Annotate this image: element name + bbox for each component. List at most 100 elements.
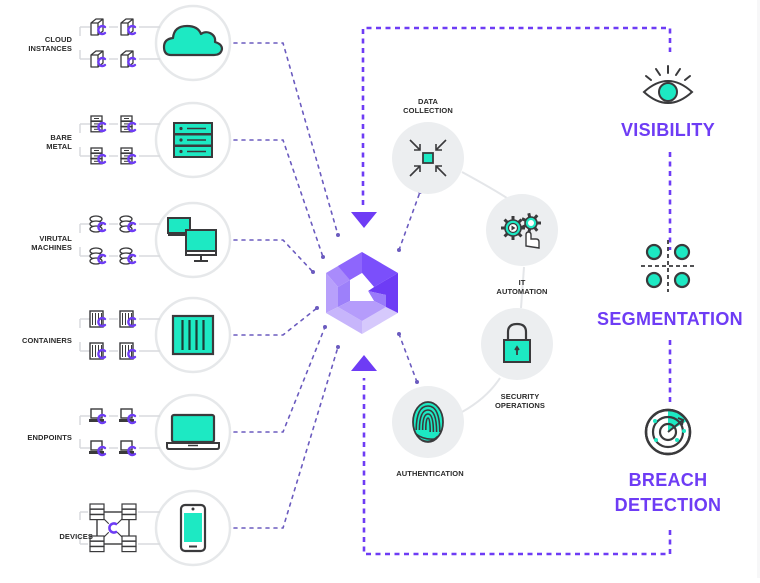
badge-c — [97, 445, 107, 457]
logo-facet — [368, 291, 386, 307]
laptop-small-icon — [89, 440, 107, 457]
connector-line — [233, 239, 314, 273]
capability-label-it-automation: IT AUTOMATION — [472, 278, 572, 296]
monitors-icon — [167, 217, 217, 262]
outcome-label-visibility: VISIBILITY — [588, 119, 748, 142]
label-line: AUTOMATION — [496, 287, 548, 296]
collect-arrows-icon — [409, 139, 447, 177]
connector-line — [233, 326, 326, 433]
logo-facet — [362, 307, 398, 334]
logo-facet — [338, 301, 386, 321]
server-rack-icon — [173, 122, 213, 158]
badge-c — [127, 24, 137, 36]
label-line: BREACH — [628, 470, 708, 490]
server-icon — [90, 115, 107, 133]
laptop-small-icon — [119, 408, 137, 425]
outcome-label-segmentation: SEGMENTATION — [580, 308, 760, 331]
container-icon — [171, 314, 215, 356]
outcome-icons — [641, 65, 695, 456]
capability-link — [461, 171, 511, 201]
gears-icon — [501, 212, 541, 249]
cube-icon — [90, 50, 107, 68]
source-node — [79, 4, 232, 82]
feedback-loop-bracket — [351, 26, 672, 556]
source-bracket-lines — [79, 318, 160, 352]
logo-facet — [368, 273, 398, 313]
source-node — [79, 101, 232, 179]
connector-tip — [323, 325, 327, 329]
server-icon — [120, 147, 137, 165]
connector-line — [398, 191, 421, 251]
capability-nodes — [392, 122, 558, 458]
label-line: DATA — [417, 97, 439, 106]
database-icon — [89, 215, 107, 233]
label-line: INSTANCES — [28, 44, 72, 53]
label-line: DETECTION — [614, 495, 722, 515]
laptop-small-icon — [89, 408, 107, 425]
logo-facet — [338, 280, 350, 307]
connector-line — [233, 346, 339, 529]
label-line: BARE — [50, 133, 72, 142]
badge-c — [127, 316, 137, 328]
arrow-up-icon — [351, 355, 377, 371]
capability-circle — [486, 194, 558, 266]
cube-icon — [120, 18, 137, 36]
capability-link — [461, 377, 501, 413]
network-node-icon — [79, 503, 160, 553]
fingerprint-icon — [412, 401, 444, 443]
source-label-endpoints: ENDPOINTS — [27, 433, 72, 442]
badge-c — [97, 316, 107, 328]
badge-c — [127, 348, 137, 360]
label-line: ENDPOINTS — [27, 433, 72, 442]
badge-c — [127, 153, 137, 165]
connector-tip — [336, 233, 340, 237]
source-nodes — [79, 4, 232, 567]
container-small-icon — [119, 310, 137, 328]
capability-node — [392, 386, 464, 458]
database-icon — [119, 247, 137, 265]
source-label-virtual-machines: VIRUTAL MACHINES — [31, 234, 72, 252]
database-icon — [119, 215, 137, 233]
label-line: COLLECTION — [403, 106, 453, 115]
cube-icon — [120, 50, 137, 68]
database-icon — [89, 247, 107, 265]
connector-tip — [315, 306, 319, 310]
source-label-bare-metal: BARE METAL — [46, 133, 72, 151]
capability-label-data-collection: DATA COLLECTION — [378, 97, 478, 115]
laptop-small-icon — [119, 440, 137, 457]
badge-c — [97, 253, 107, 265]
guardicore-logo-icon — [326, 252, 398, 334]
source-node — [79, 393, 232, 471]
connector-tip — [397, 248, 401, 252]
label-line: VISIBILITY — [620, 120, 715, 140]
label-line: DEVICES — [59, 532, 93, 541]
source-node — [79, 296, 232, 374]
label-line: OPERATIONS — [494, 401, 546, 410]
badge-c — [127, 221, 137, 233]
server-icon — [120, 115, 137, 133]
label-line: AUTHENTICATION — [396, 469, 464, 478]
badge-c — [108, 522, 118, 534]
connector-tip — [321, 255, 325, 259]
container-small-icon — [119, 342, 137, 360]
source-bracket-lines — [79, 123, 160, 157]
bracket-top — [361, 26, 672, 205]
capability-node — [486, 194, 558, 266]
badge-c — [127, 253, 137, 265]
source-bracket-lines — [79, 223, 160, 257]
badge-c — [97, 121, 107, 133]
right-edge-band — [757, 0, 760, 578]
logo-facet — [326, 307, 362, 334]
capability-label-security-operations: SECURITY OPERATIONS — [470, 392, 570, 410]
source-label-devices: DEVICES — [59, 532, 93, 541]
source-node — [79, 201, 232, 279]
logo-facet — [326, 273, 338, 313]
badge-c — [97, 348, 107, 360]
label-line: METAL — [46, 142, 72, 151]
server-icon — [90, 147, 107, 165]
badge-c — [127, 121, 137, 133]
segmentation-icon — [641, 240, 695, 292]
logo-facet — [338, 252, 362, 280]
logo-cutout — [350, 273, 374, 301]
